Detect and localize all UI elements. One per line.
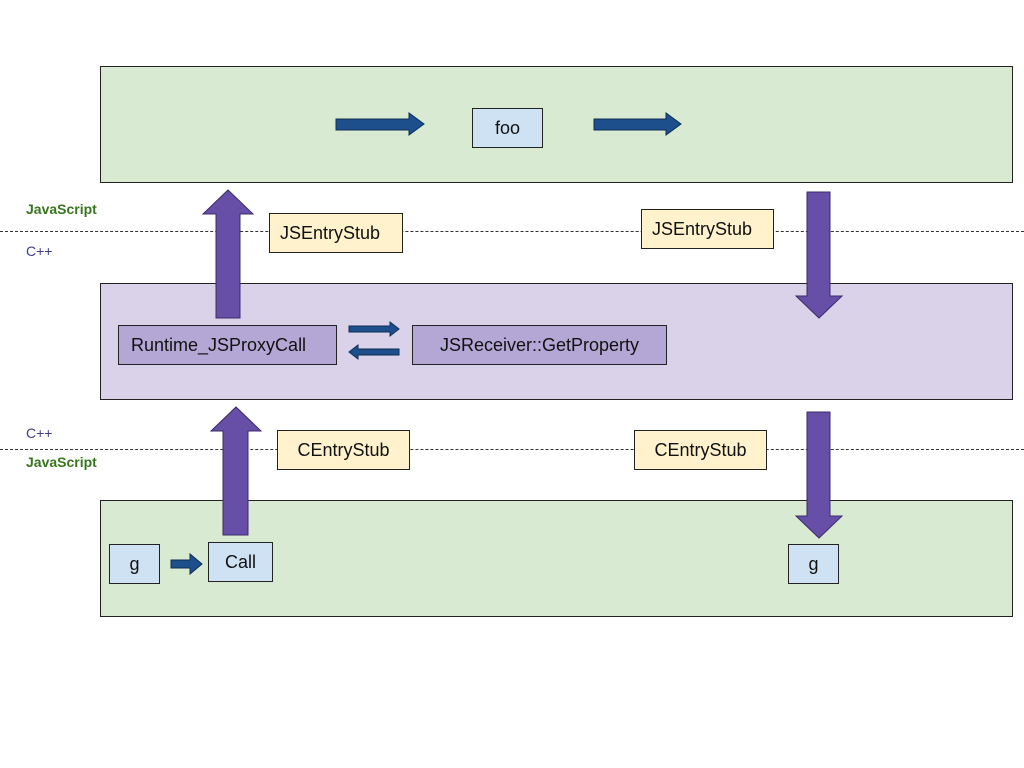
javascript-label-top: JavaScript <box>26 201 97 217</box>
js-entry-stub-right: JSEntryStub <box>641 209 774 249</box>
javascript-lane-top <box>100 66 1013 183</box>
javascript-label-bottom: JavaScript <box>26 454 97 470</box>
c-entry-stub-right: CEntryStub <box>634 430 767 470</box>
cpp-label-top: C++ <box>26 243 53 259</box>
call-node: Call <box>208 542 273 582</box>
js-entry-stub-left: JSEntryStub <box>269 213 403 253</box>
cpp-js-boundary-bottom <box>0 449 1024 450</box>
runtime-jsproxycall-node: Runtime_JSProxyCall <box>118 325 337 365</box>
foo-node: foo <box>472 108 543 148</box>
g-node-left: g <box>109 544 160 584</box>
js-cpp-boundary-top <box>0 231 1024 232</box>
g-node-right: g <box>788 544 839 584</box>
jsreceiver-getproperty-node: JSReceiver::GetProperty <box>412 325 667 365</box>
cpp-label-bottom: C++ <box>26 425 53 441</box>
c-entry-stub-left: CEntryStub <box>277 430 410 470</box>
